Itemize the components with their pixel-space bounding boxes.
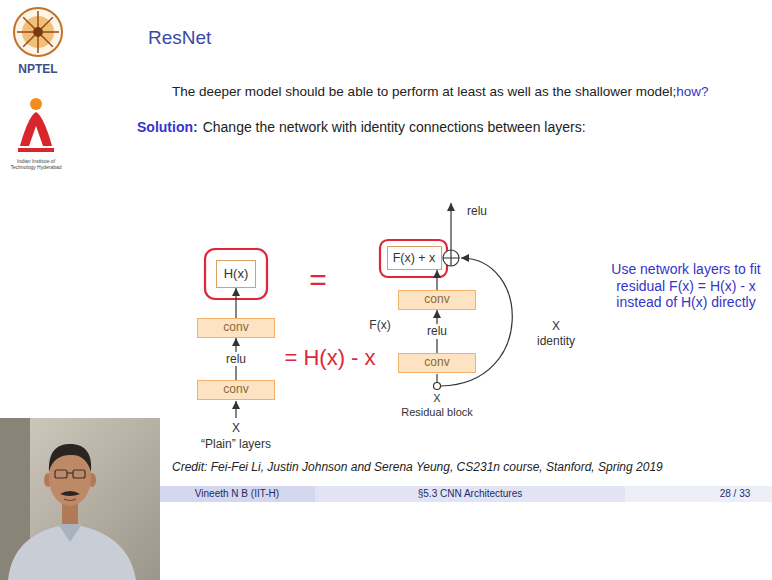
diagram-caption: “Plain” layers [201,437,271,451]
body-text: The deeper model should be able to perfo… [172,84,676,99]
footer-segment [160,486,315,502]
input-line [436,374,437,383]
node-text: conv [223,383,248,397]
input-label-box: X [433,392,440,405]
input-arrow [235,401,236,418]
edge-label-box: relu [425,324,449,338]
conv-layer-box: conv [197,318,275,338]
logo-name: NPTEL [18,62,57,76]
conv-layer-box: conv [398,290,476,310]
activation-label: relu [226,352,246,366]
node-text: H(x) [224,267,249,282]
activation-label-box: relu [467,204,487,218]
activation-label: relu [467,204,487,218]
webcam-mouth [64,499,76,501]
logo-figure [20,112,52,146]
function-label: F(x) [369,318,390,332]
residual-sum-box: F(x) + x [387,246,442,270]
solution-heading-box: Solution: [137,119,198,136]
edge-label-box: relu [224,352,248,366]
nptel-emblem [14,8,62,56]
footer-section: §5.3 CNN Architectures [418,488,523,499]
webcam-shirt [8,524,136,580]
solution-heading: Solution: [137,119,198,135]
function-label-box: F(x) [369,318,390,332]
sum-node [443,250,459,266]
lecturer-webcam [0,418,160,580]
footer-author-box: Vineeth N B (IIT-H) [195,488,279,500]
handwritten-equals: = [309,263,327,296]
handwritten-note-box: = H(x) - x [284,345,375,371]
skip-label-box: X [552,319,560,333]
flow-arrow [235,288,236,318]
footer-author: Vineeth N B (IIT-H) [195,488,279,499]
node-text: F(x) + x [393,251,436,265]
node-text: conv [424,293,449,307]
iith-logo [18,98,54,152]
credit-line: Credit: Fei-Fei Li, Justin Johnson and S… [172,460,663,474]
conv-layer-box: conv [197,380,275,400]
footer-segment [315,486,625,502]
logo-cutout [29,126,43,146]
logo-name-box: NPTEL [18,62,57,76]
footer-segment [625,486,772,502]
webcam-glasses-bridge [67,472,73,473]
skip-label-box: identity [537,334,575,348]
webcam-glasses [55,470,67,478]
body-text: Change the network with identity connect… [203,119,586,135]
input-label-box: X [232,421,240,435]
handwritten-note: = H(x) - x [284,345,375,370]
institute-name: Indian Institute of Technology Hyderabad [10,158,61,170]
side-note: Use network layers to fit residual F(x) … [611,261,760,311]
input-label: X [232,421,240,435]
body-text-box: The deeper model should be able to perfo… [172,84,676,100]
emblem-ring [14,8,62,56]
diagram-caption: Residual block [401,406,473,418]
webcam-glasses [73,470,85,478]
emblem-hub [33,27,43,37]
credit-line-box: Credit: Fei-Fei Li, Justin Johnson and S… [172,460,663,474]
node-text: conv [424,356,449,370]
institute-name-box: Indian Institute of Technology Hyderabad [5,158,67,170]
footer-page: 28 / 33 [720,488,751,499]
footer-bar [160,486,772,502]
output-arrow [450,203,451,250]
webcam-background [0,418,160,580]
webcam-hair [49,444,91,472]
diagram-caption-box: “Plain” layers [201,437,271,451]
diagram-caption-box: Residual block [401,406,473,419]
slide-title: ResNet [148,27,211,48]
conv-layer-box: conv [398,353,476,373]
logo-sun [30,98,42,110]
question-text: how? [676,84,708,99]
handwritten-equals-box: = [309,262,327,298]
emblem-spokes [17,11,59,53]
output-box: H(x) [216,260,256,288]
input-node [434,383,441,390]
side-note-box: Use network layers to fit residual F(x) … [605,261,767,311]
skip-label: identity [537,334,575,348]
activation-label: relu [427,324,447,338]
question-text-box: how? [676,84,708,100]
footer-section-box: §5.3 CNN Architectures [418,488,523,500]
sum-circle [443,250,459,266]
input-label: X [433,392,440,404]
flow-arrow [436,270,437,290]
sum-plus [443,250,459,266]
body-text-box: Change the network with identity connect… [203,119,586,136]
footer-page-box: 28 / 33 [720,488,751,500]
node-text: conv [223,321,248,335]
skip-label: X [552,319,560,333]
slide-title-box: ResNet [148,27,211,49]
webcam-mustache [60,491,80,496]
webcam-collar [58,524,82,542]
logo-base [18,148,54,152]
